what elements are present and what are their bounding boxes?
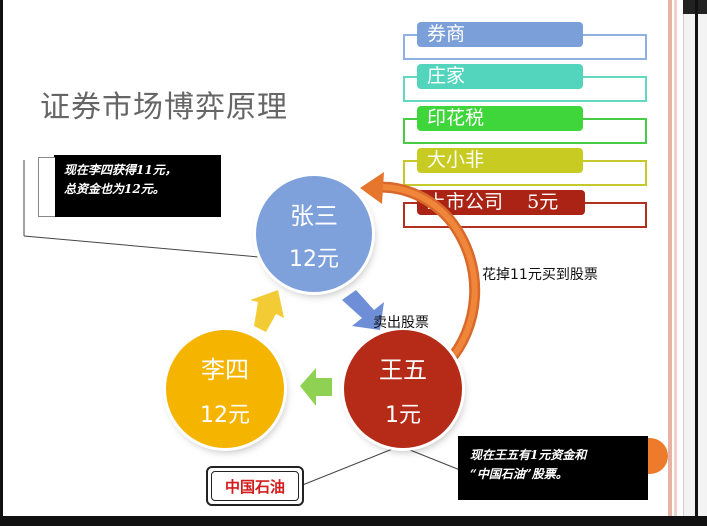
callout-bottom-line2: “中国石油”股票。 [470,467,568,481]
callout-top-line2: 总资金也为12元。 [64,182,165,196]
slide-border-right [668,0,672,526]
player-wangwu-name: 王五 [379,356,427,384]
legend-item-major-shareholders: 大小非 [417,148,583,173]
callout-top: 现在李四获得11元， 总资金也为12元。 [54,155,221,217]
slide-title: 证券市场博弈原理 [40,90,288,125]
legend-item-broker: 券商 [417,22,583,47]
legend-item-stamp-tax: 印花税 [417,106,583,131]
player-lisi: 李四 12元 [166,330,284,448]
player-lisi-name: 李四 [201,356,249,384]
window-left-edge [0,0,3,526]
window-bottom-edge [0,516,707,526]
callout-bottom-line1: 现在王五有1元资金和 [470,448,587,462]
legend-item-listed-company: 上市公司 5元 [417,190,585,215]
callout-leader-stock [299,445,401,487]
callout-bottom: 现在王五有1元资金和 “中国石油”股票。 [458,436,648,500]
legend-item-dealer: 庄家 [417,64,583,89]
callout-bottom-tab [648,438,668,474]
flow-label-sell: 卖出股票 [373,315,429,331]
player-zhangsan-name: 张三 [290,202,338,230]
arrow-blue [342,290,384,330]
player-lisi-value: 12元 [200,403,250,428]
curved-arrow-head [360,172,384,204]
arrow-yellow [250,290,284,332]
callout-leader-bottom [399,445,461,471]
curved-arrow-highlight [371,184,478,365]
slide-border-right-light [674,0,677,526]
arrow-green [300,368,332,406]
stock-label-box: 中国石油 [206,466,304,506]
stock-label: 中国石油 [211,471,299,501]
flow-label-spend: 花掉11元买到股票 [482,267,598,283]
player-zhangsan: 张三 12元 [256,176,372,292]
player-wangwu-value: 1元 [385,403,421,428]
player-zhangsan-value: 12元 [289,247,339,272]
callout-leader-top [23,235,271,259]
scrollbar-track-line [695,0,698,526]
callout-top-bracket [38,157,55,217]
player-wangwu: 王五 1元 [344,330,462,448]
callout-top-line1: 现在李四获得11元， [64,163,177,177]
